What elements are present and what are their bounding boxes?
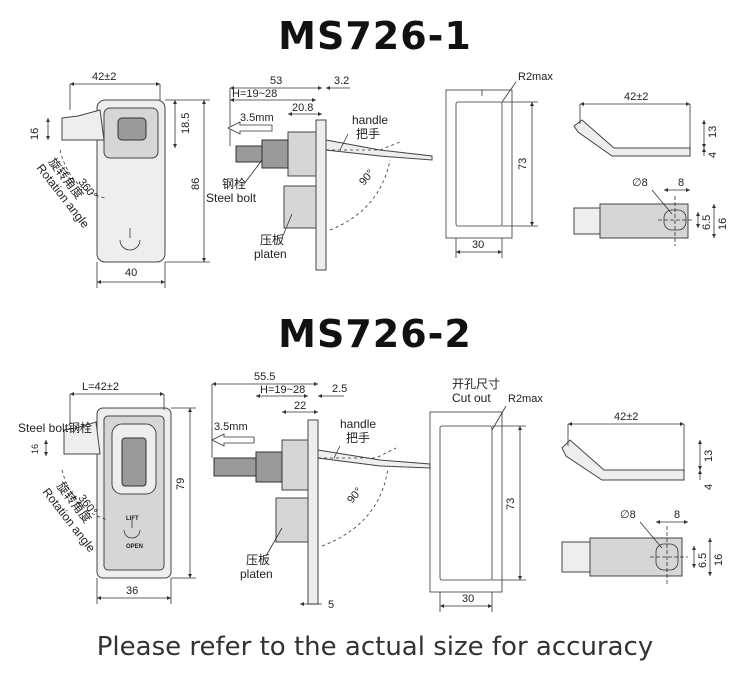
top-bolt-detail: 42±2 13 4 ∅8 8 6.5 16 [573, 91, 729, 246]
bottom-front-h-small: 16 [30, 444, 40, 454]
top-side-w-total: 53 [270, 75, 282, 87]
bottom-front-lift: LIFT [126, 516, 139, 522]
top-side-angle: 90° [357, 167, 377, 187]
bottom-bolt-h4: 16 [713, 554, 725, 566]
top-front-h-right: 18.5 [180, 113, 192, 134]
top-bolt-dia: ∅8 [632, 177, 648, 189]
bottom-side-view: 55.5 2.5 H=19~28 22 3.5mm handle 把手 压板 p… [211, 371, 431, 611]
top-bolt-h4: 16 [717, 218, 729, 230]
accuracy-note: Please refer to the actual size for accu… [96, 632, 654, 662]
top-side-bolt-en: Steel bolt [206, 191, 257, 205]
top-bolt-h1: 13 [707, 126, 719, 138]
bottom-side-handle-en: handle [340, 417, 376, 431]
bottom-cutout-label-en: Cut out [452, 391, 491, 405]
top-side-w-mid: 20.8 [292, 102, 313, 114]
bottom-bolt-h2: 4 [703, 484, 715, 490]
bottom-bolt-detail: 42±2 13 4 ∅8 8 6.5 16 [561, 411, 725, 586]
top-side-view: 53 3.2 H=19~28 20.8 3.5mm handle 把手 钢栓 S… [206, 75, 433, 271]
bottom-side-angle: 90° [345, 485, 365, 505]
bottom-side-travel: 3.5mm [214, 421, 248, 433]
top-bolt-h3: 6.5 [701, 215, 713, 230]
top-side-platen-cn: 压板 [260, 233, 284, 247]
top-front-view: 42±2 16 18.5 86 40 360° 旋转角度 Rotation an… [29, 71, 210, 288]
bottom-side-platen-cn: 压板 [246, 553, 270, 567]
top-cutout: R2max 73 30 [445, 71, 553, 258]
top-front-h-total: 86 [190, 178, 202, 190]
bottom-front-bolt-cn: 钢栓 [68, 420, 92, 435]
top-bolt-w-top: 42±2 [624, 91, 648, 103]
top-side-platen-en: platen [254, 247, 287, 261]
bottom-front-open: OPEN [126, 544, 143, 550]
bottom-cutout-label-cn: 开孔尺寸 [452, 377, 500, 391]
top-front-w-top: 42±2 [92, 71, 116, 83]
bottom-side-handle-cn: 把手 [346, 431, 370, 445]
top-cutout-radius: R2max [518, 71, 553, 83]
bottom-bolt-w-top: 42±2 [614, 411, 638, 423]
top-side-handle-en: handle [352, 113, 388, 127]
top-front-h-small: 16 [29, 128, 41, 140]
bottom-front-h-total: 79 [175, 478, 187, 490]
bottom-front-bolt-en: Steel bolt [18, 421, 69, 435]
bottom-side-t: 2.5 [332, 383, 347, 395]
title-ms726-1: MS726-1 [278, 14, 472, 58]
bottom-cutout: 开孔尺寸 Cut out R2max 73 30 [429, 377, 543, 612]
bottom-front-w-top: L=42±2 [82, 381, 119, 393]
bottom-side-w-total: 55.5 [254, 371, 275, 383]
top-side-t: 3.2 [334, 75, 349, 87]
top-bolt-h2: 4 [707, 152, 719, 158]
bottom-cutout-h: 73 [505, 498, 517, 510]
top-side-bolt-cn: 钢栓 [222, 176, 246, 191]
title-ms726-2: MS726-2 [278, 312, 472, 356]
top-cutout-h: 73 [517, 158, 529, 170]
bottom-front-w-bottom: 36 [126, 585, 138, 597]
top-side-handle-cn: 把手 [356, 127, 380, 141]
bottom-front-view: LIFT OPEN L=42±2 Steel bolt 钢栓 16 79 36 … [18, 381, 196, 604]
bottom-cutout-radius: R2max [508, 393, 543, 405]
top-side-travel: 3.5mm [240, 112, 274, 124]
bottom-bolt-h3: 6.5 [697, 553, 709, 568]
bottom-side-h-range: H=19~28 [260, 384, 305, 396]
bottom-bolt-dia: ∅8 [620, 509, 636, 521]
bottom-bolt-w-hole: 8 [674, 509, 680, 521]
top-bolt-w-hole: 8 [678, 177, 684, 189]
bottom-cutout-w: 30 [462, 593, 474, 605]
top-front-w-bottom: 40 [125, 267, 137, 279]
top-side-h-range: H=19~28 [232, 88, 277, 100]
bottom-side-w-bottom: 5 [328, 599, 334, 611]
bottom-bolt-h1: 13 [703, 450, 715, 462]
top-cutout-w: 30 [472, 239, 484, 251]
bottom-side-platen-en: platen [240, 567, 273, 581]
bottom-side-w-mid: 22 [294, 400, 306, 412]
